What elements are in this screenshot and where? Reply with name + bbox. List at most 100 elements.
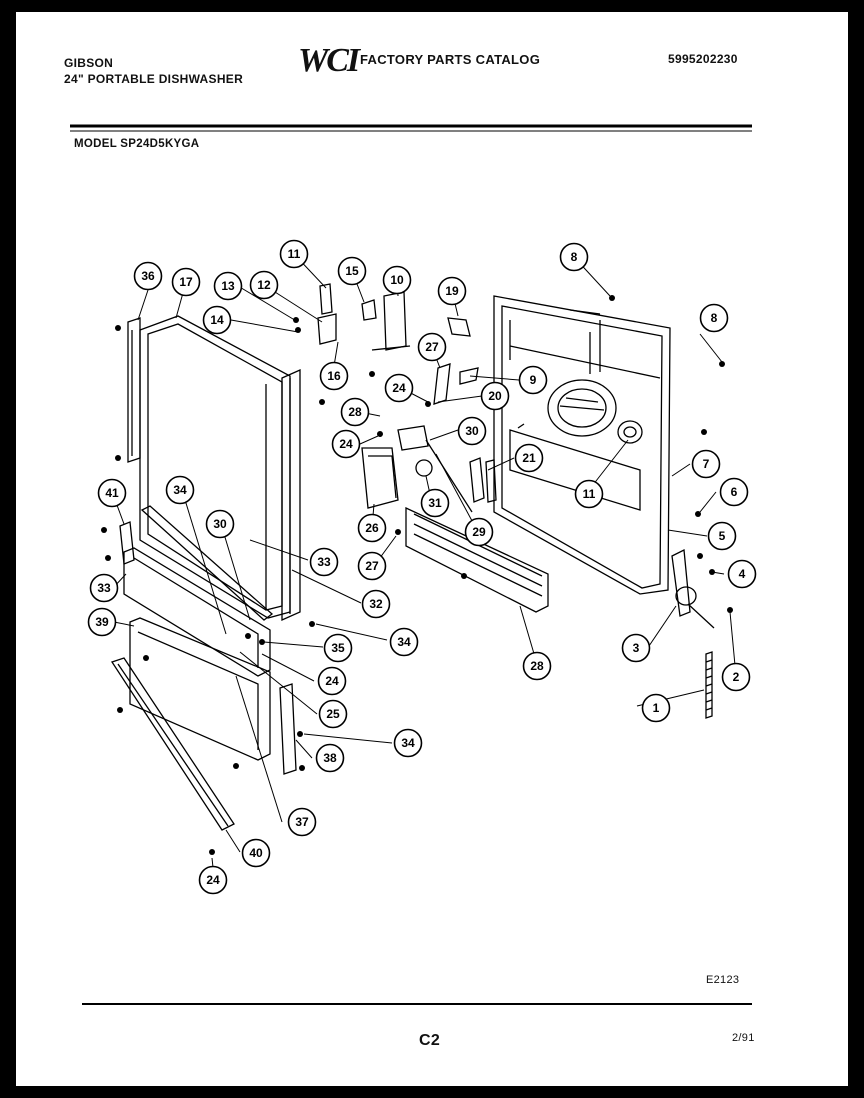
svg-text:14: 14 [210, 313, 224, 327]
svg-text:33: 33 [317, 555, 331, 569]
svg-text:2: 2 [733, 670, 740, 684]
callout-9: 9 [518, 365, 548, 395]
svg-text:21: 21 [522, 451, 536, 465]
callout-2: 2 [721, 662, 751, 692]
callout-8: 8 [699, 303, 729, 333]
callout-7: 7 [691, 449, 721, 479]
wci-logo: WCI [298, 42, 360, 79]
svg-text:27: 27 [365, 559, 379, 573]
svg-text:24: 24 [392, 381, 406, 395]
model-number: MODEL SP24D5KYGA [74, 138, 200, 150]
callout-24: 24 [198, 865, 228, 895]
callout-1: 1 [641, 693, 671, 723]
callout-10: 10 [382, 265, 412, 295]
callout-24: 24 [331, 429, 361, 459]
screws [101, 295, 733, 855]
callout-11: 11 [574, 479, 604, 509]
callout-39: 39 [87, 607, 117, 637]
callout-15: 15 [337, 256, 367, 286]
callout-32: 32 [361, 589, 391, 619]
callout-38: 38 [315, 743, 345, 773]
svg-text:11: 11 [288, 247, 301, 261]
svg-text:32: 32 [369, 597, 383, 611]
callout-19: 19 [437, 276, 467, 306]
svg-text:5: 5 [719, 529, 726, 543]
callout-8: 8 [559, 242, 589, 272]
svg-text:41: 41 [105, 486, 119, 500]
callout-35: 35 [323, 633, 353, 663]
svg-text:30: 30 [465, 424, 479, 438]
svg-text:28: 28 [530, 659, 544, 673]
callout-28: 28 [340, 397, 370, 427]
callout-27: 27 [357, 551, 387, 581]
svg-text:11: 11 [583, 487, 596, 501]
svg-text:36: 36 [141, 269, 155, 283]
svg-text:25: 25 [326, 707, 340, 721]
revision-date: 2/91 [732, 1032, 755, 1044]
callout-34: 34 [393, 728, 423, 758]
callout-17: 17 [171, 267, 201, 297]
svg-text:34: 34 [401, 736, 415, 750]
callout-6: 6 [719, 477, 749, 507]
svg-text:24: 24 [325, 674, 339, 688]
diagram-code: E2123 [706, 974, 740, 986]
callout-12: 12 [249, 270, 279, 300]
svg-text:39: 39 [95, 615, 109, 629]
svg-text:10: 10 [390, 273, 404, 287]
svg-text:38: 38 [323, 751, 337, 765]
svg-text:19: 19 [445, 284, 459, 298]
svg-text:33: 33 [97, 581, 111, 595]
svg-text:12: 12 [257, 278, 271, 292]
callout-11: 11 [279, 239, 309, 269]
svg-text:40: 40 [249, 846, 263, 860]
callout-34: 34 [165, 475, 195, 505]
svg-text:27: 27 [425, 340, 439, 354]
svg-text:29: 29 [472, 525, 486, 539]
svg-text:8: 8 [711, 311, 718, 325]
callout-25: 25 [318, 699, 348, 729]
callout-28: 28 [522, 651, 552, 681]
svg-text:24: 24 [206, 873, 220, 887]
svg-text:7: 7 [703, 457, 710, 471]
svg-text:16: 16 [327, 369, 341, 383]
callout-20: 20 [480, 381, 510, 411]
callout-27: 27 [417, 332, 447, 362]
callout-37: 37 [287, 807, 317, 837]
catalog-title: FACTORY PARTS CATALOG [360, 52, 541, 67]
svg-text:24: 24 [339, 437, 353, 451]
callout-29: 29 [464, 517, 494, 547]
svg-text:28: 28 [348, 405, 362, 419]
svg-text:6: 6 [731, 485, 738, 499]
callout-4: 4 [727, 559, 757, 589]
svg-text:4: 4 [739, 567, 746, 581]
callout-5: 5 [707, 521, 737, 551]
callout-34: 34 [389, 627, 419, 657]
svg-text:30: 30 [213, 517, 227, 531]
svg-text:37: 37 [295, 815, 309, 829]
svg-text:17: 17 [179, 275, 193, 289]
svg-text:26: 26 [365, 521, 379, 535]
svg-text:1: 1 [653, 701, 660, 715]
catalog-page: GIBSON 24" PORTABLE DISHWASHER WCI FACTO… [16, 12, 848, 1086]
callout-21: 21 [514, 443, 544, 473]
svg-text:35: 35 [331, 641, 345, 655]
svg-text:31: 31 [428, 496, 442, 510]
callout-30: 30 [205, 509, 235, 539]
svg-text:13: 13 [221, 279, 235, 293]
callout-3: 3 [621, 633, 651, 663]
product-title: 24" PORTABLE DISHWASHER [64, 72, 244, 86]
callout-26: 26 [357, 513, 387, 543]
callout-13: 13 [213, 271, 243, 301]
svg-text:20: 20 [488, 389, 502, 403]
svg-text:34: 34 [173, 483, 187, 497]
callout-40: 40 [241, 838, 271, 868]
callout-33: 33 [309, 547, 339, 577]
parts-drawing [110, 283, 715, 831]
exploded-parts-diagram: 36 17 13 12 11 15 10 14 16 8 19 8 27 24 … [70, 124, 757, 1005]
callout-31: 31 [420, 488, 450, 518]
callout-36: 36 [133, 261, 163, 291]
callout-14: 14 [202, 305, 232, 335]
callout-41: 41 [97, 478, 127, 508]
svg-text:9: 9 [530, 373, 537, 387]
page-code: C2 [419, 1032, 441, 1049]
